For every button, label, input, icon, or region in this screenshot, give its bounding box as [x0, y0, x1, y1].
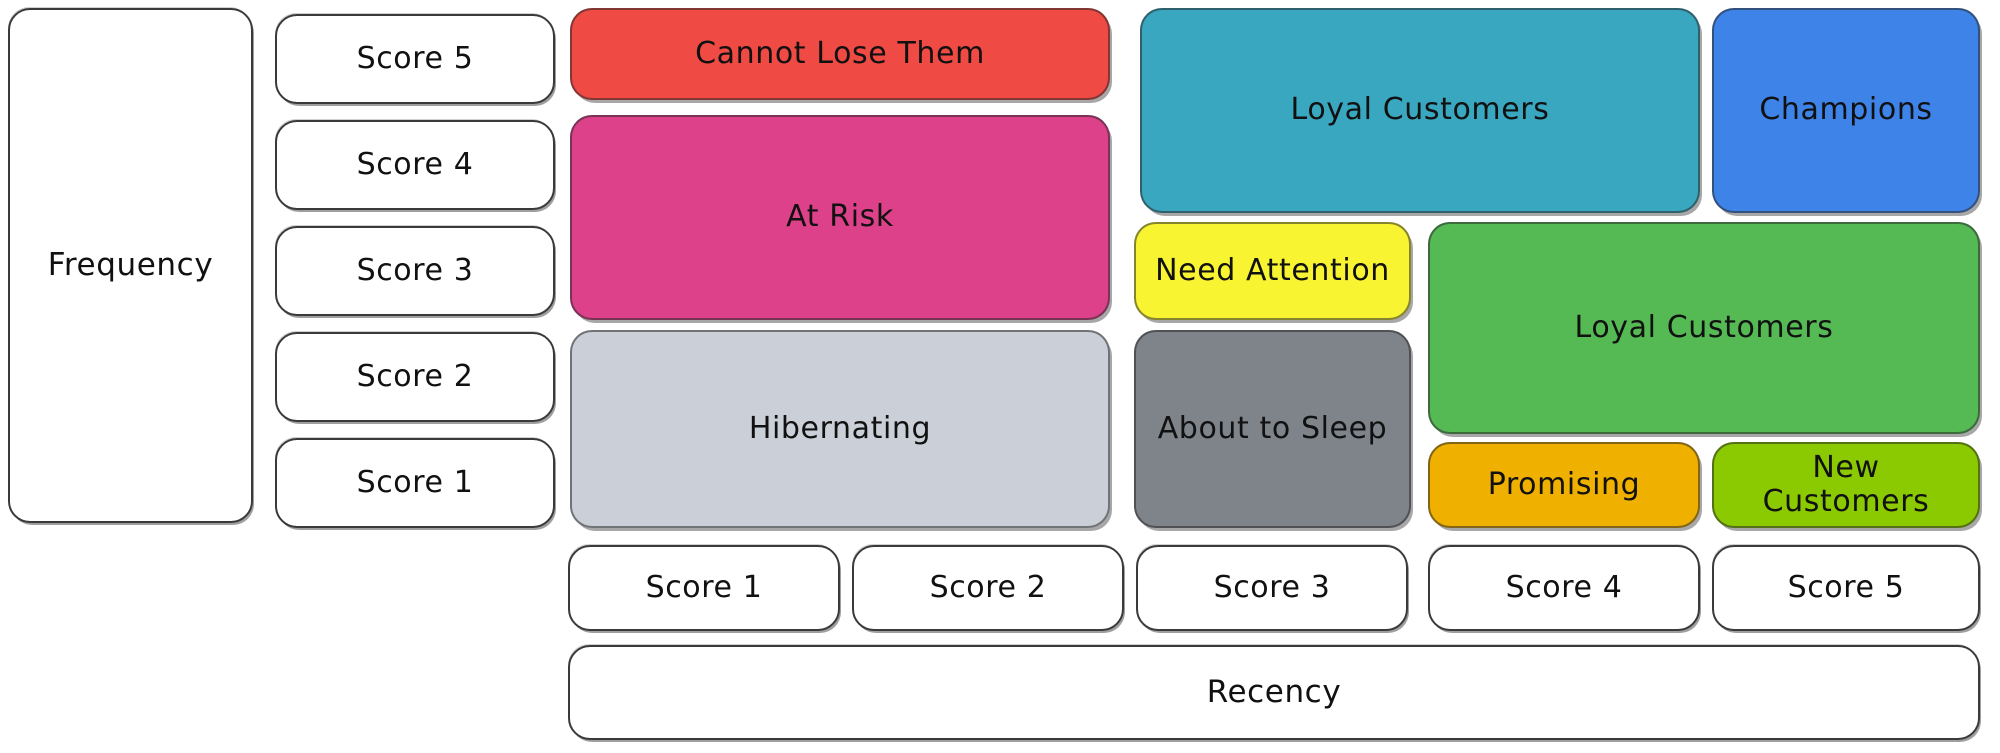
recency-score-4: Score 4	[1428, 545, 1700, 631]
segment-loyal-customers-green: Loyal Customers	[1428, 222, 1980, 434]
frequency-score-1: Score 1	[275, 438, 555, 528]
recency-score-2: Score 2	[852, 545, 1124, 631]
segment-champions: Champions	[1712, 8, 1980, 213]
frequency-score-4: Score 4	[275, 120, 555, 210]
frequency-score-5: Score 5	[275, 14, 555, 104]
recency-axis-label: Recency	[568, 645, 1980, 740]
segment-at-risk: At Risk	[570, 115, 1110, 320]
segment-need-attention: Need Attention	[1134, 222, 1411, 320]
recency-score-1: Score 1	[568, 545, 840, 631]
frequency-score-3: Score 3	[275, 226, 555, 316]
recency-score-5: Score 5	[1712, 545, 1980, 631]
segment-new-customers: New Customers	[1712, 442, 1980, 528]
segment-cannot-lose-them: Cannot Lose Them	[570, 8, 1110, 100]
segment-hibernating: Hibernating	[570, 330, 1110, 528]
segment-loyal-customers-teal: Loyal Customers	[1140, 8, 1700, 213]
frequency-score-2: Score 2	[275, 332, 555, 422]
frequency-axis-label: Frequency	[8, 8, 253, 523]
segment-about-to-sleep: About to Sleep	[1134, 330, 1411, 528]
recency-score-3: Score 3	[1136, 545, 1408, 631]
segment-promising: Promising	[1428, 442, 1700, 528]
